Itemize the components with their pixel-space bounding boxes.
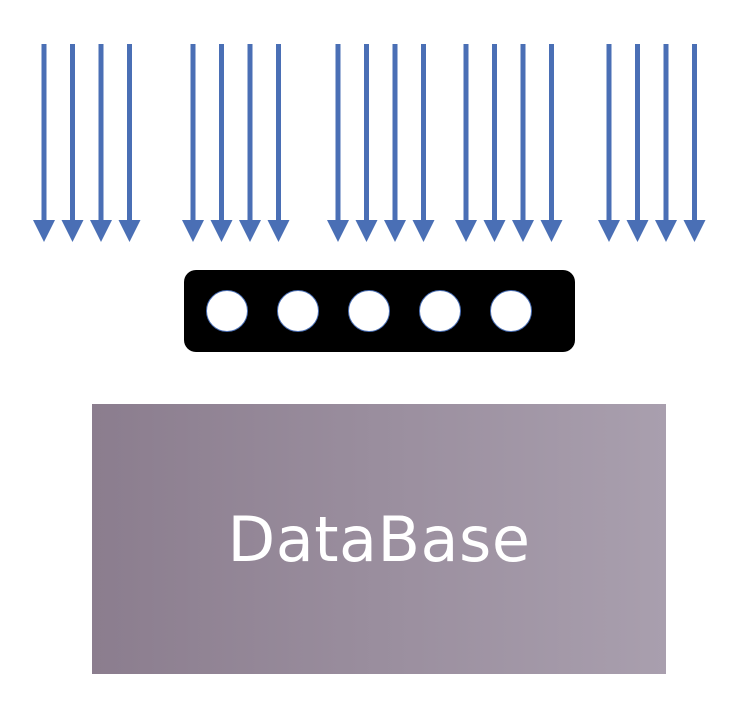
request-arrow bbox=[182, 44, 204, 242]
pool-slot bbox=[490, 290, 532, 332]
request-arrow bbox=[655, 44, 677, 242]
request-arrow bbox=[355, 44, 378, 242]
request-arrow bbox=[598, 44, 620, 242]
pool-slot bbox=[348, 290, 390, 332]
request-arrow bbox=[327, 44, 349, 242]
request-arrow bbox=[239, 44, 261, 242]
request-arrow bbox=[512, 44, 534, 242]
request-arrow bbox=[626, 44, 649, 242]
request-arrow bbox=[61, 44, 84, 242]
pool-slot bbox=[206, 290, 248, 332]
request-arrow bbox=[540, 44, 563, 242]
database-box: DataBase bbox=[92, 404, 666, 674]
database-label: DataBase bbox=[227, 502, 531, 576]
request-arrow bbox=[683, 44, 706, 242]
pool-slot bbox=[419, 290, 461, 332]
request-arrow bbox=[33, 44, 55, 242]
request-arrow bbox=[118, 44, 141, 242]
request-arrow bbox=[267, 44, 290, 242]
request-arrow bbox=[384, 44, 406, 242]
pool-slot bbox=[277, 290, 319, 332]
connection-pool bbox=[184, 270, 575, 352]
request-group bbox=[33, 44, 141, 242]
incoming-requests bbox=[33, 44, 706, 242]
request-arrow bbox=[90, 44, 112, 242]
request-arrow bbox=[483, 44, 506, 242]
request-group bbox=[182, 44, 290, 242]
request-arrow bbox=[210, 44, 233, 242]
request-group bbox=[455, 44, 563, 242]
request-group bbox=[327, 44, 435, 242]
request-arrow bbox=[412, 44, 435, 242]
request-arrow bbox=[455, 44, 477, 242]
request-group bbox=[598, 44, 706, 242]
